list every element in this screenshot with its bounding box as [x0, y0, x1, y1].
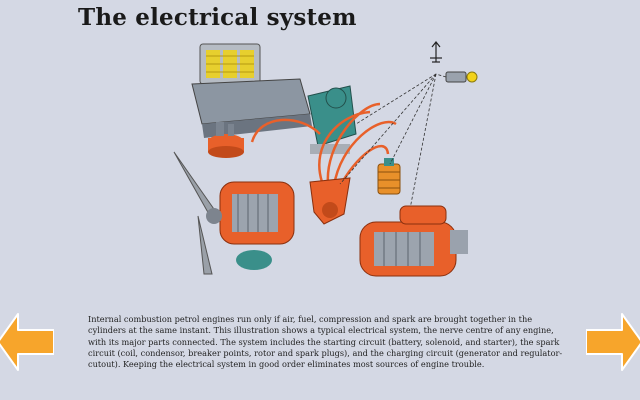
- electrical-system-illustration: [173, 41, 478, 277]
- distributor-image: [309, 177, 351, 225]
- battery-image: [191, 43, 312, 138]
- starter-motor-image: [359, 205, 468, 277]
- page-title: The electrical system: [78, 4, 357, 31]
- next-page-button[interactable]: [586, 312, 640, 372]
- arrow-right-icon: [586, 313, 640, 371]
- ground-symbol-icon: [430, 41, 442, 63]
- regulator-image: [307, 85, 357, 154]
- wiring-lines: [339, 73, 447, 210]
- fan-image: [173, 151, 222, 275]
- description-paragraph: Internal combustion petrol engines run o…: [88, 314, 563, 370]
- previous-page-button[interactable]: [0, 312, 54, 372]
- ignition-coil-image: [377, 158, 401, 195]
- breaker-points-image: [208, 122, 244, 158]
- ignition-key-image: [445, 71, 478, 83]
- generator-image: [219, 181, 295, 270]
- description-text: Internal combustion petrol engines run o…: [88, 314, 566, 370]
- arrow-left-icon: [0, 313, 54, 371]
